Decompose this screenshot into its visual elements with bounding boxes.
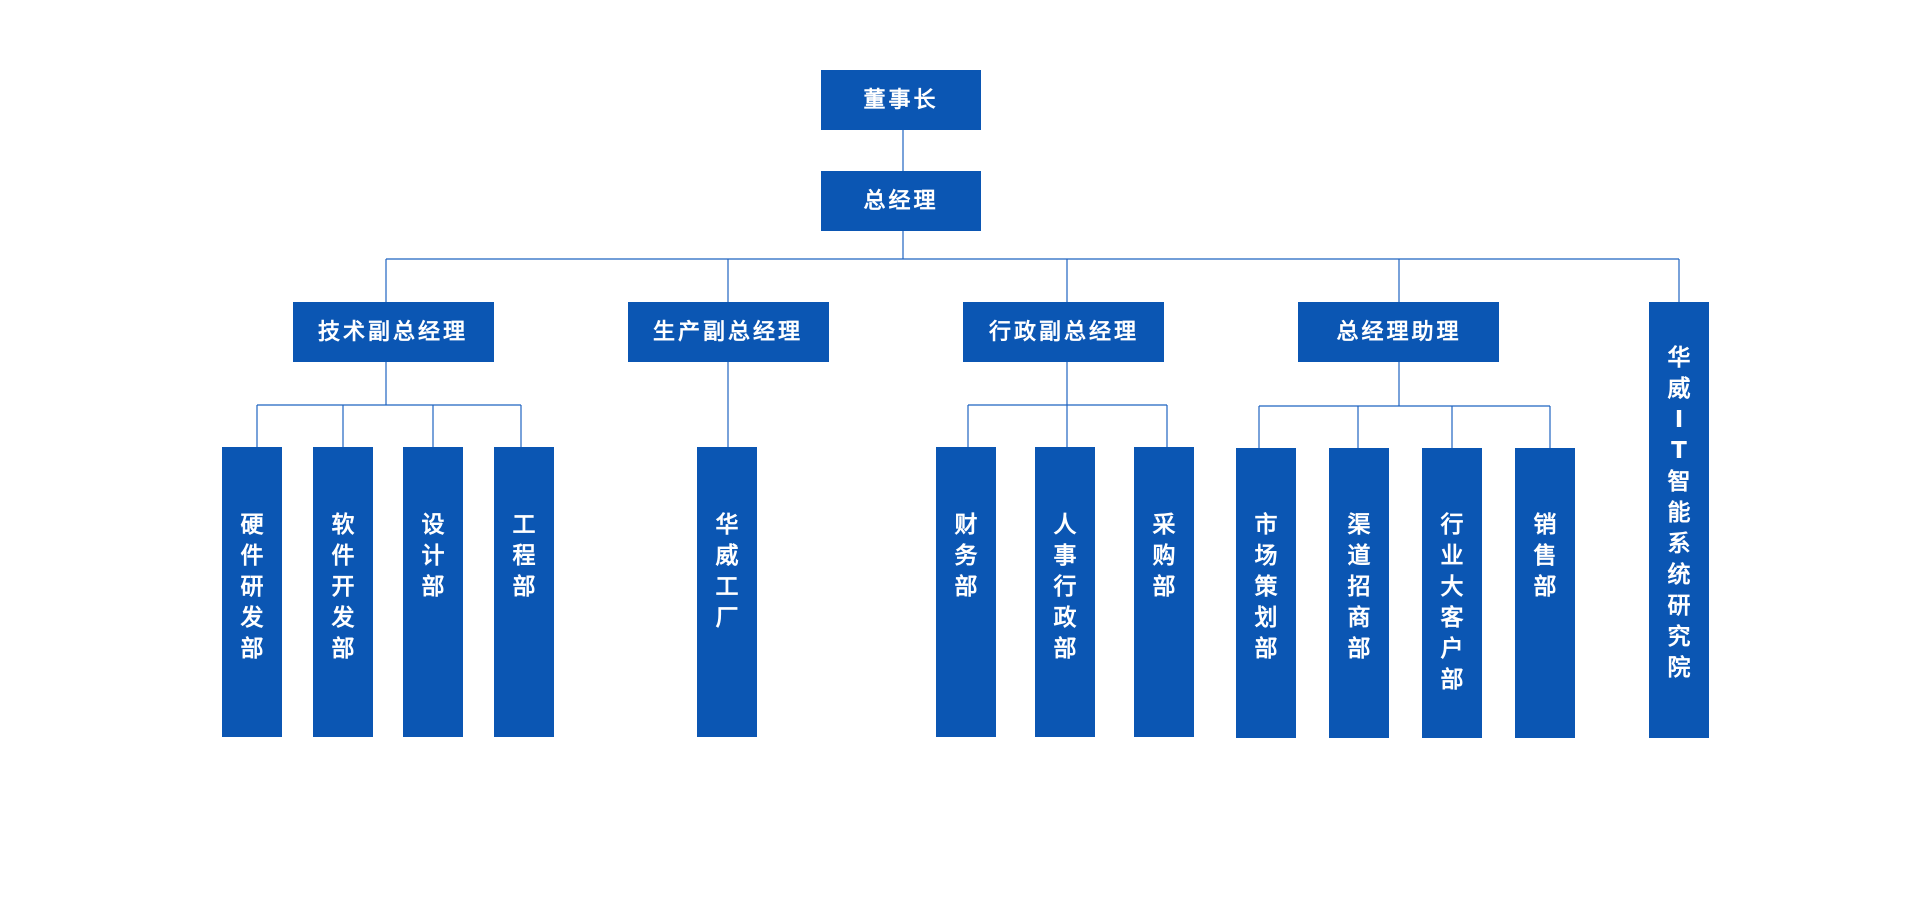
node-chairman-label: 董事长: [863, 87, 938, 113]
dept-hr-admin-label: 人事行政部: [1053, 512, 1078, 662]
dept-engineering-label: 工程部: [513, 512, 536, 600]
dept-software-dev: 软件开发部: [313, 447, 373, 737]
dept-hr-admin: 人事行政部: [1035, 447, 1095, 737]
dept-marketing: 市场策划部: [1236, 448, 1296, 738]
node-production-vp-label: 生产副总经理: [653, 319, 803, 345]
dept-engineering: 工程部: [494, 447, 554, 737]
dept-software-dev-label: 软件开发部: [331, 511, 355, 662]
dept-finance: 财务部: [936, 447, 996, 737]
node-tech-vp: 技术副总经理: [293, 302, 494, 362]
node-admin-vp: 行政副总经理: [963, 302, 1164, 362]
dept-huawei-factory: 华威工厂: [697, 447, 757, 737]
dept-channel: 渠道招商部: [1329, 448, 1389, 738]
dept-sales: 销售部: [1515, 448, 1575, 738]
dept-sales-label: 销售部: [1534, 512, 1557, 600]
dept-design-label: 设计部: [422, 512, 445, 600]
node-gm-assistant: 总经理助理: [1298, 302, 1499, 362]
node-admin-vp-label: 行政副总经理: [988, 319, 1139, 345]
node-general-manager: 总经理: [821, 171, 981, 231]
node-general-manager-label: 总经理: [863, 188, 938, 214]
dept-hardware-rd-label: 硬件研发部: [240, 512, 265, 662]
dept-key-accounts-label: 行业大客户部: [1440, 511, 1465, 693]
connector-lines: [256, 130, 1680, 448]
node-chairman: 董事长: [821, 70, 981, 130]
node-production-vp: 生产副总经理: [628, 302, 829, 362]
dept-procurement: 采购部: [1134, 447, 1194, 737]
dept-hardware-rd: 硬件研发部: [222, 447, 282, 737]
dept-marketing-label: 市场策划部: [1255, 511, 1279, 662]
dept-procurement-label: 采购部: [1153, 512, 1176, 600]
node-gm-assistant-label: 总经理助理: [1336, 319, 1461, 345]
dept-channel-label: 渠道招商部: [1348, 511, 1371, 662]
dept-key-accounts: 行业大客户部: [1422, 448, 1482, 738]
dept-finance-label: 财务部: [955, 512, 979, 600]
node-tech-vp-label: 技术副总经理: [318, 319, 468, 345]
dept-huawei-factory-label: 华威工厂: [716, 511, 739, 631]
dept-design: 设计部: [403, 447, 463, 737]
